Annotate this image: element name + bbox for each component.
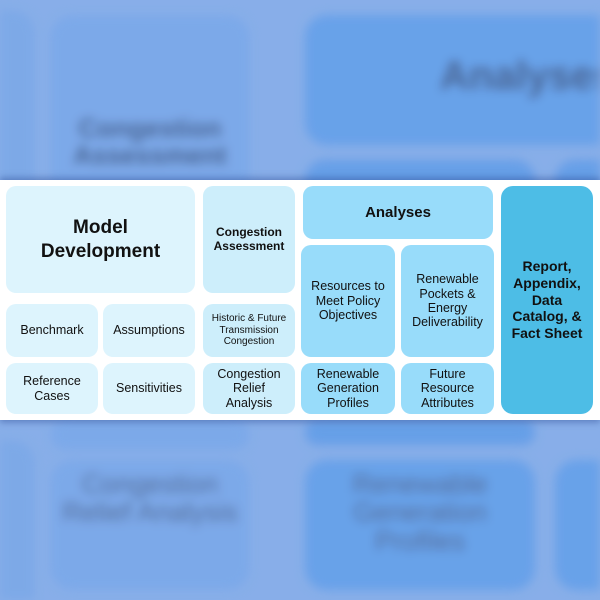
renewable-profiles-box: Renewable Generation Profiles — [301, 363, 395, 414]
benchmark-label: Benchmark — [20, 323, 84, 338]
bg-box-renewable-profiles — [305, 460, 535, 590]
bg-box — [555, 460, 600, 590]
bg-box — [50, 420, 250, 450]
congestion-assessment-title: Congestion Assessment — [213, 224, 285, 253]
bg-text-congestion-assessment: Congestion Assessment — [73, 113, 227, 171]
report-label: Report, Appendix, Data Catalog, & Fact S… — [511, 258, 583, 342]
sensitivities-label: Sensitivities — [116, 381, 182, 396]
diagram-band: Model Development Benchmark Assumptions … — [0, 180, 600, 420]
reference-cases-box: Reference Cases — [6, 363, 98, 414]
congestion-relief-label: Congestion Relief Analysis — [217, 366, 281, 410]
analyses-title: Analyses — [365, 203, 431, 221]
reference-cases-label: Reference Cases — [23, 374, 81, 403]
model-development-header: Model Development — [6, 186, 195, 293]
resources-policy-label: Resources to Meet Policy Objectives — [311, 279, 385, 323]
bg-box-congestion-relief — [50, 460, 250, 590]
bg-box — [0, 440, 35, 600]
report-box: Report, Appendix, Data Catalog, & Fact S… — [501, 186, 593, 414]
model-development-title-line2: Development — [40, 240, 161, 262]
bg-text-congestion-relief: Congestion Relief Analysis — [62, 469, 238, 528]
sensitivities-box: Sensitivities — [103, 363, 195, 414]
analyses-header: Analyses — [303, 186, 493, 239]
congestion-relief-box: Congestion Relief Analysis — [203, 363, 295, 414]
model-development-title-line1: Model — [73, 216, 128, 238]
historic-future-congestion-label: Historic & Future Transmission Congestio… — [211, 313, 287, 348]
bg-box-congestion-assessment — [50, 15, 250, 200]
historic-future-congestion-box: Historic & Future Transmission Congestio… — [203, 304, 295, 357]
benchmark-box: Benchmark — [6, 304, 98, 357]
renewable-pockets-box: Renewable Pockets & Energy Deliverabilit… — [401, 245, 494, 357]
future-resource-label: Future Resource Attributes — [420, 366, 475, 410]
assumptions-label: Assumptions — [113, 323, 185, 338]
assumptions-box: Assumptions — [103, 304, 195, 357]
resources-policy-box: Resources to Meet Policy Objectives — [301, 245, 395, 357]
bg-text-analyses: Analyses — [440, 54, 600, 98]
bg-box-analyses — [305, 15, 600, 145]
congestion-assessment-header: Congestion Assessment — [203, 186, 295, 293]
bg-text-renewable-profiles: Renewable Generation Profiles — [352, 469, 488, 556]
renewable-profiles-label: Renewable Generation Profiles — [316, 366, 380, 410]
renewable-pockets-label: Renewable Pockets & Energy Deliverabilit… — [412, 272, 483, 330]
future-resource-box: Future Resource Attributes — [401, 363, 494, 414]
bg-box — [0, 10, 35, 200]
bg-box — [305, 420, 535, 445]
